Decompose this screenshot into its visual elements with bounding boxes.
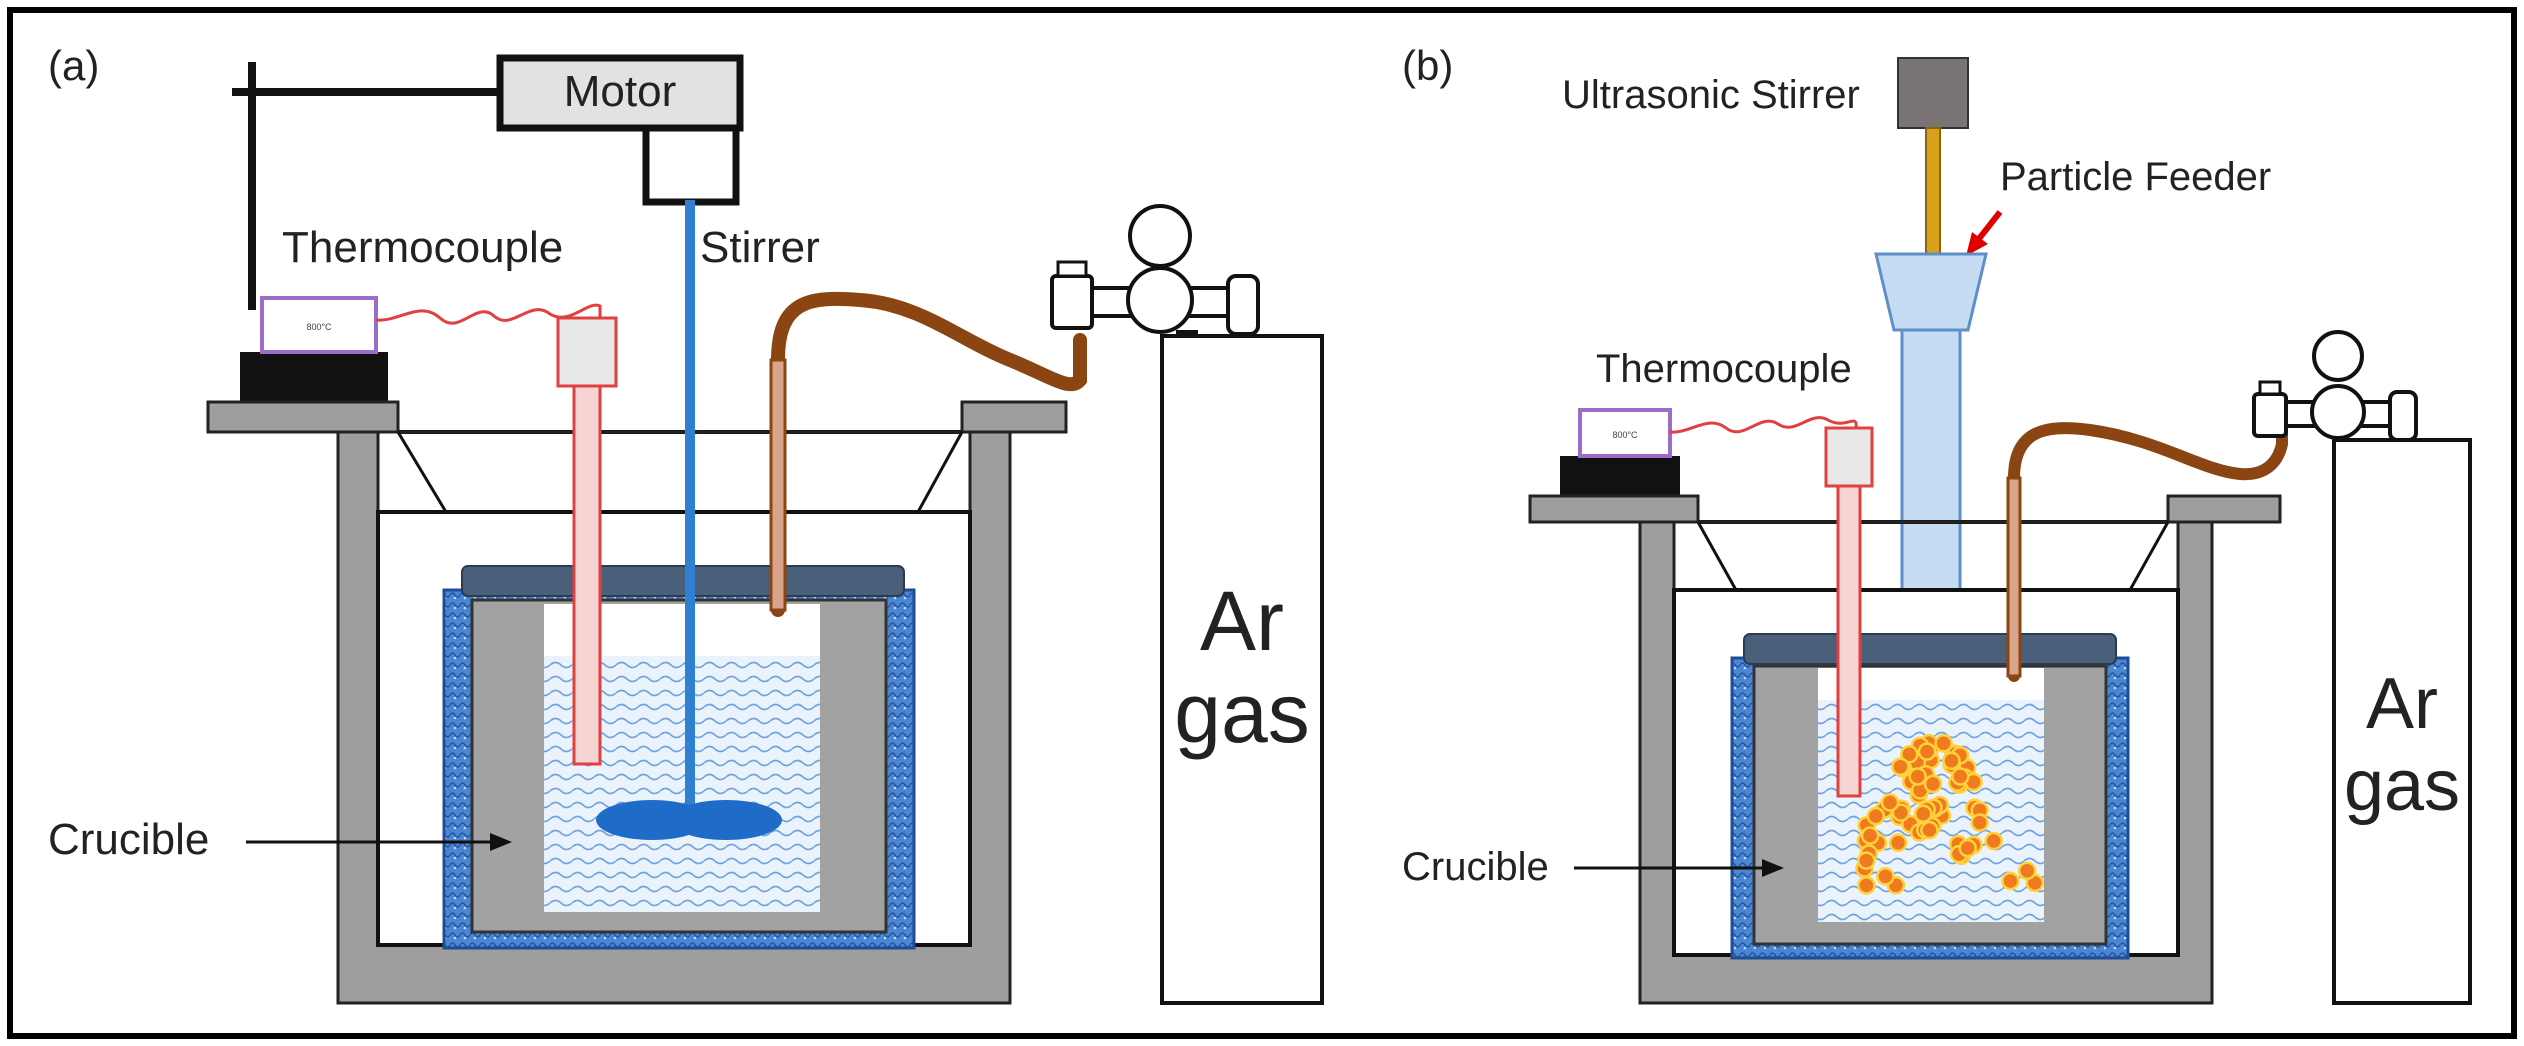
regulator-valve: [1050, 274, 1094, 330]
particle: [1860, 826, 1880, 845]
feeder-hopper: [1874, 252, 1988, 332]
regulator-gauge-center: [1126, 266, 1194, 334]
feeder-label: Particle Feeder: [2000, 155, 2271, 199]
reader-base: [240, 352, 388, 402]
thermocouple-label: Thermocouple: [282, 223, 563, 272]
chamber-slope-left: [396, 431, 448, 513]
argon-cylinder: [2332, 438, 2472, 1005]
particle: [1923, 774, 1943, 794]
particle: [2017, 861, 2037, 881]
reader-base: [1560, 456, 1680, 496]
thermocouple-head: [556, 316, 618, 388]
particle: [1917, 742, 1937, 761]
motor-housing: [496, 54, 744, 132]
stirrer-label: Stirrer: [700, 223, 820, 272]
particle: [1857, 851, 1876, 870]
reinforcement-particles: [1855, 733, 2045, 895]
motor-label: Motor: [564, 67, 676, 116]
regulator-knob: [1056, 260, 1088, 278]
particle: [1880, 793, 1900, 812]
ultrasonic-label: Ultrasonic Stirrer: [1562, 73, 1860, 117]
particle: [2001, 871, 2020, 891]
particle: [1866, 806, 1886, 826]
argon-label-line2: gas: [2344, 746, 2460, 826]
particle: [1908, 767, 1927, 786]
particle: [1934, 734, 1953, 753]
particle: [1888, 833, 1908, 853]
chamber-slope-left: [1696, 521, 1738, 591]
particle: [1876, 867, 1895, 886]
particle: [1951, 767, 1970, 786]
particle: [1857, 876, 1876, 895]
feeder-arrowhead: [1966, 232, 1988, 256]
particle: [1942, 751, 1961, 771]
regulator-outlet: [1226, 274, 1260, 336]
regulator-gauge-top: [2312, 330, 2364, 382]
regulator-gauge-top: [1128, 204, 1192, 268]
lid: [461, 565, 905, 597]
particle: [1970, 813, 1989, 832]
particle: [1920, 820, 1939, 840]
thermocouple-wire: [1669, 416, 1858, 434]
reader-display-text: 800°C: [306, 322, 332, 332]
argon-tube: [2008, 414, 2288, 682]
particle: [1984, 831, 2003, 851]
cylinder-neck: [1176, 330, 1198, 336]
crucible-arrowhead: [490, 833, 512, 851]
argon-tube-end: [2006, 476, 2022, 678]
argon-label-line1: Ar: [1200, 574, 1284, 668]
reader-display-text: 800°C: [1612, 430, 1638, 440]
panel-a: (a) Motor 800°C Thermocouple Crucible: [48, 42, 1324, 1005]
argon-tube: [771, 291, 1087, 617]
regulator-knob: [2258, 380, 2282, 396]
argon-label-line1: Ar: [2366, 664, 2438, 744]
thermocouple-wire: [375, 303, 602, 325]
thermocouple-label: Thermocouple: [1596, 347, 1852, 391]
furnace-rim-left: [1528, 494, 1700, 524]
panel-a-label: (a): [48, 42, 99, 89]
crucible-arrowhead: [1762, 859, 1784, 877]
particle: [1900, 745, 1919, 764]
particle: [1891, 757, 1910, 776]
furnace-rim-right: [2166, 494, 2282, 524]
regulator-valve: [2252, 392, 2288, 438]
argon-tube-end: [769, 358, 787, 612]
thermocouple-probe: [1836, 484, 1862, 798]
chamber-slope-right: [916, 431, 964, 513]
particle: [1913, 804, 1933, 823]
argon-label-line2: gas: [1174, 666, 1309, 760]
crucible-label: Crucible: [1402, 845, 1549, 889]
particle: [1958, 838, 1977, 858]
panel-b-label: (b): [1402, 42, 1453, 89]
reader-display: [260, 296, 378, 354]
regulator-gauge-center: [2310, 384, 2366, 440]
thermocouple-head: [1824, 426, 1874, 488]
ultrasonic-transducer: [1897, 57, 1969, 129]
feeder-arrow: [1975, 210, 2003, 242]
furnace-rim-left: [206, 400, 400, 434]
argon-cylinder: [1160, 334, 1324, 1005]
motor-gearbox: [642, 124, 740, 206]
crucible-label: Crucible: [48, 815, 209, 864]
chamber-slope-right: [2128, 521, 2170, 591]
stirrer-blade-right: [670, 800, 782, 840]
reader-display: [1578, 408, 1672, 458]
lid: [1743, 633, 2117, 665]
thermocouple-probe: [572, 384, 602, 766]
regulator-outlet: [2388, 390, 2418, 442]
stirrer-shaft: [685, 200, 695, 820]
furnace-rim-right: [960, 400, 1068, 434]
